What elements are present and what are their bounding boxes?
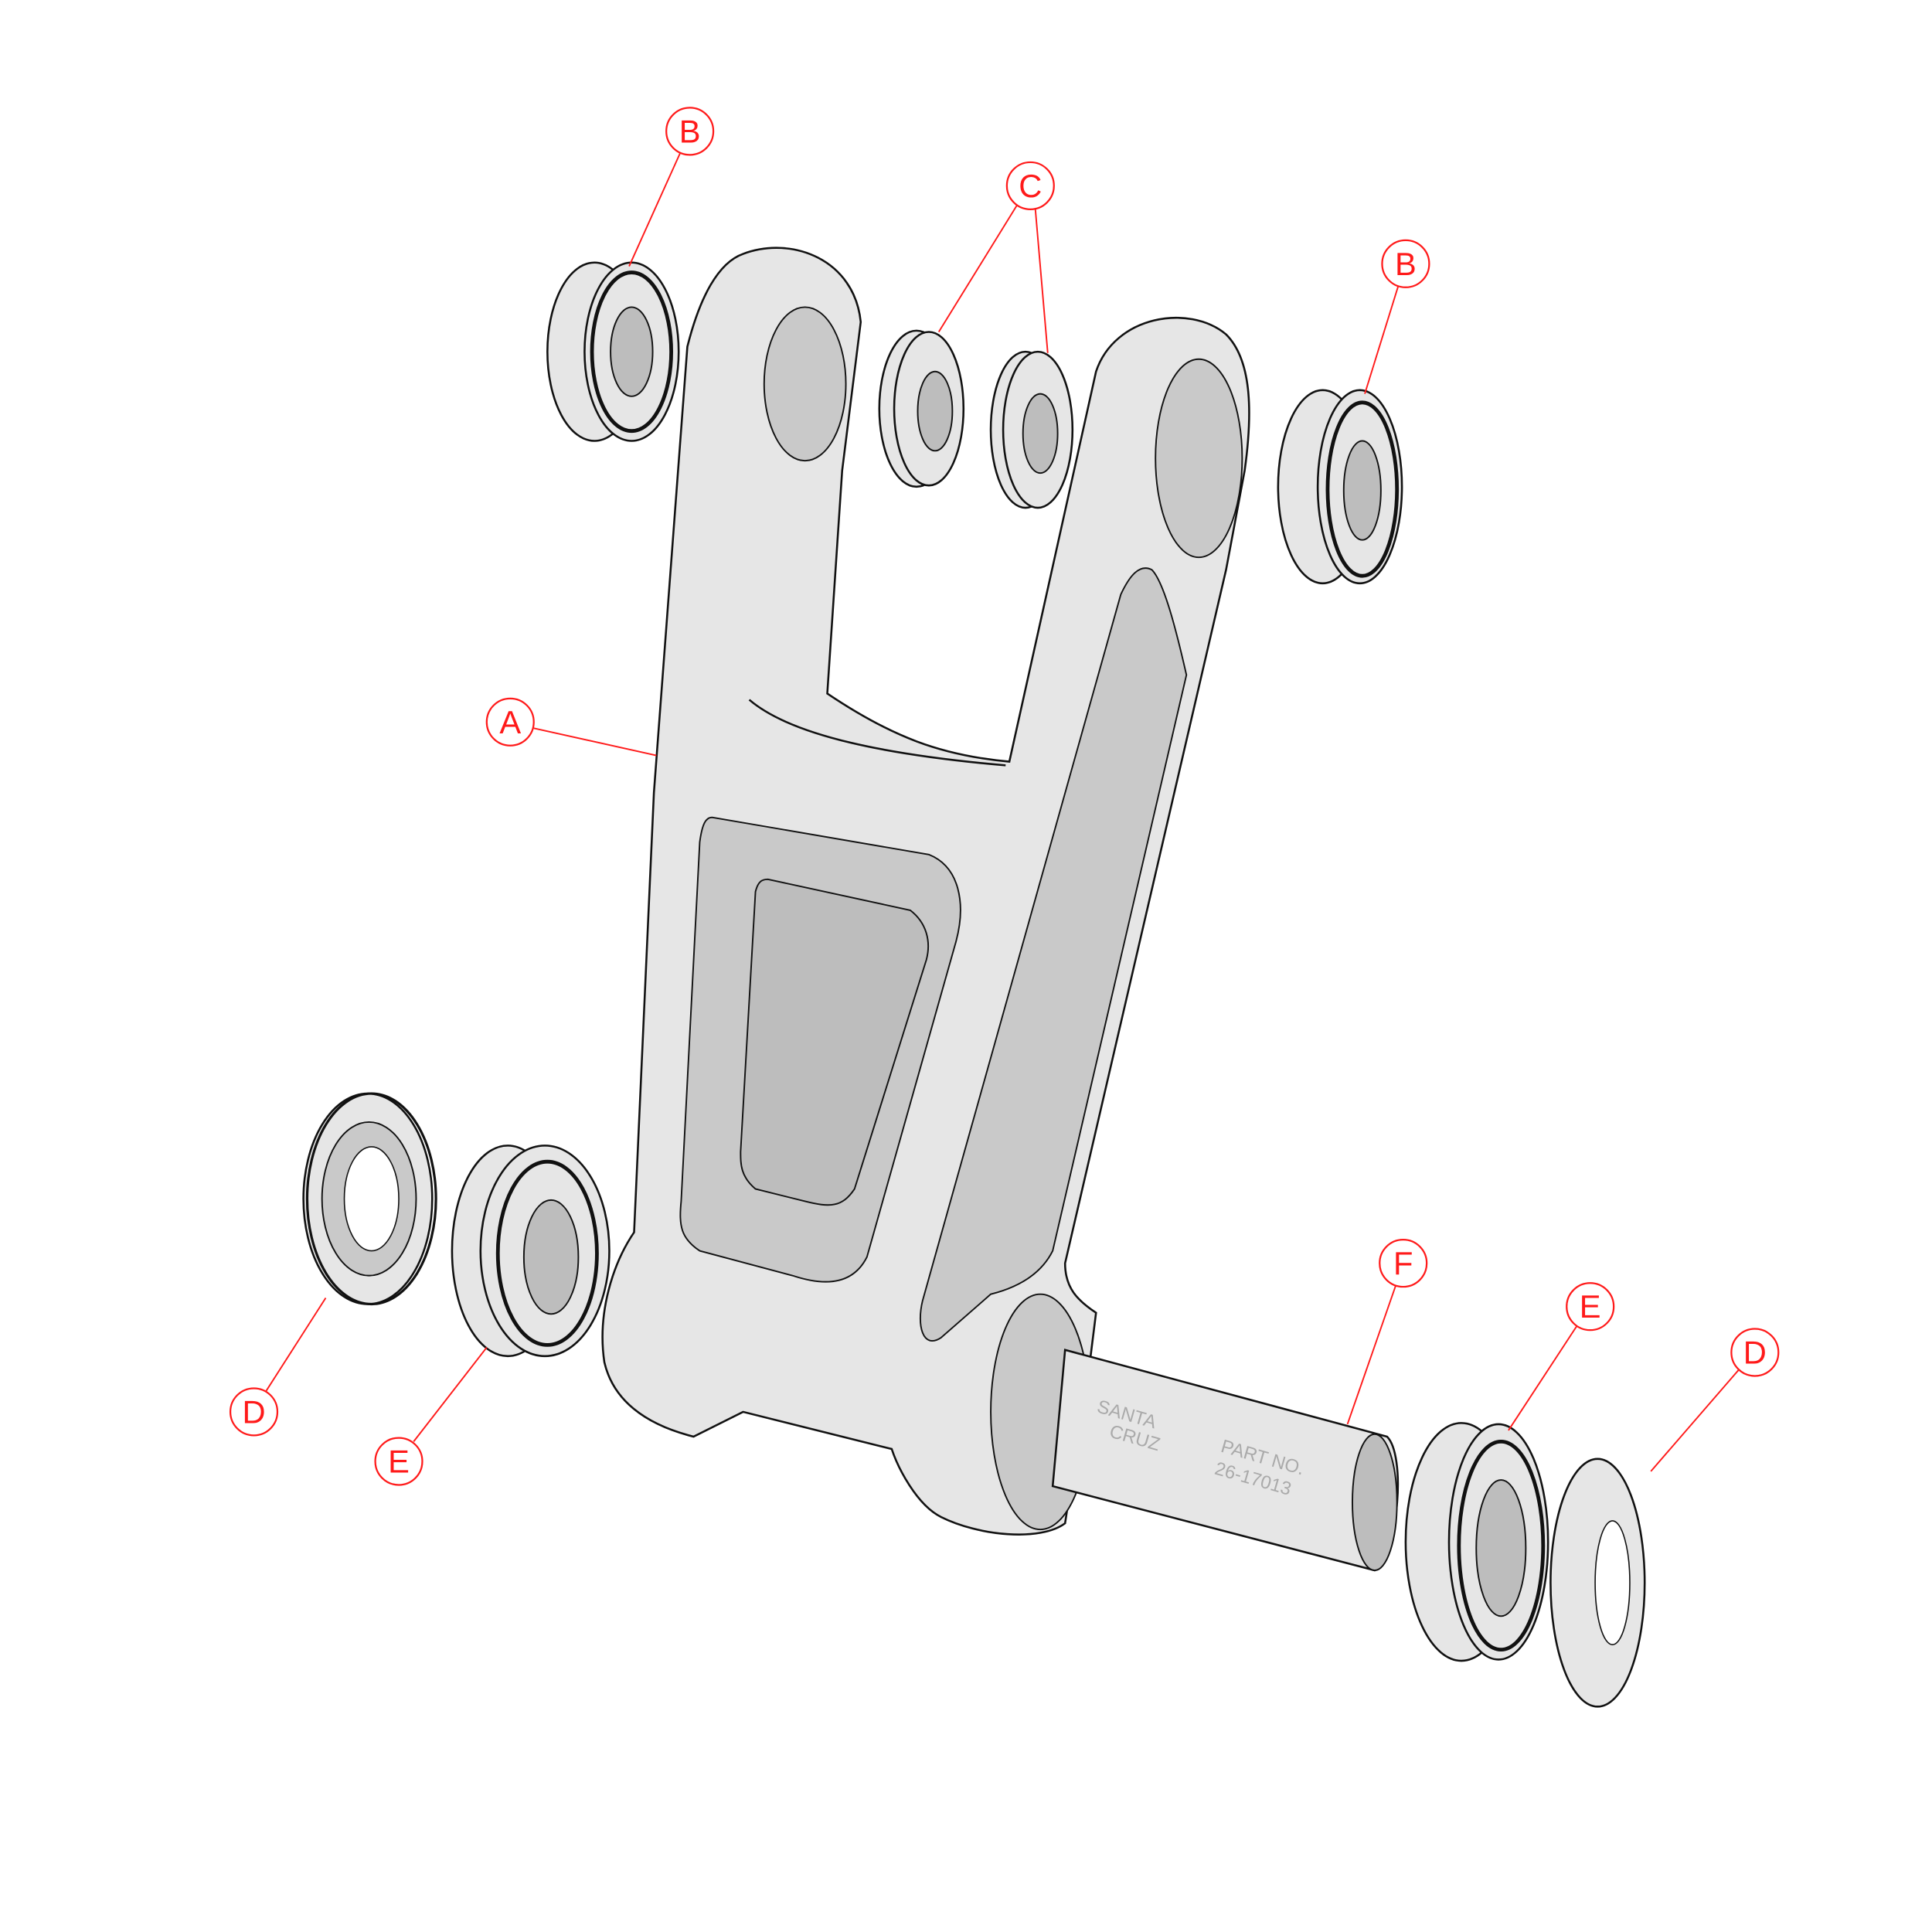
callout-f: F xyxy=(1379,1239,1428,1288)
callout-b-right: B xyxy=(1381,239,1430,288)
spacer-c-1 xyxy=(878,329,965,488)
svg-text:B: B xyxy=(1395,246,1417,282)
callout-e-right: E xyxy=(1566,1282,1615,1332)
callout-d-left: D xyxy=(229,1387,279,1437)
pin-part-f: SANTA CRUZ PART NO. 26-17013 xyxy=(1051,1349,1400,1572)
callout-e-left: E xyxy=(374,1437,423,1486)
callout-b-left: B xyxy=(665,107,715,156)
svg-text:C: C xyxy=(1019,168,1042,204)
bearing-e-right xyxy=(1404,1422,1549,1662)
svg-text:D: D xyxy=(1743,1335,1767,1371)
svg-text:E: E xyxy=(1580,1288,1601,1325)
svg-text:F: F xyxy=(1393,1245,1413,1281)
washer-d-right xyxy=(1549,1458,1646,1708)
svg-text:B: B xyxy=(679,113,701,149)
callouts: B C B A D E F E D xyxy=(229,107,1780,1486)
washer-d-left xyxy=(302,1092,437,1306)
spacer-c-2 xyxy=(989,350,1074,509)
callout-c: C xyxy=(1005,161,1055,210)
bearing-b-left xyxy=(546,261,680,442)
callout-d-right: D xyxy=(1730,1328,1780,1377)
svg-text:A: A xyxy=(499,704,521,740)
bearing-b-right xyxy=(1277,389,1403,585)
callout-a: A xyxy=(485,697,535,747)
svg-text:D: D xyxy=(242,1393,265,1430)
svg-text:E: E xyxy=(388,1444,410,1480)
link-arm-part-a xyxy=(601,247,1250,1536)
bearing-e-left xyxy=(451,1145,611,1358)
